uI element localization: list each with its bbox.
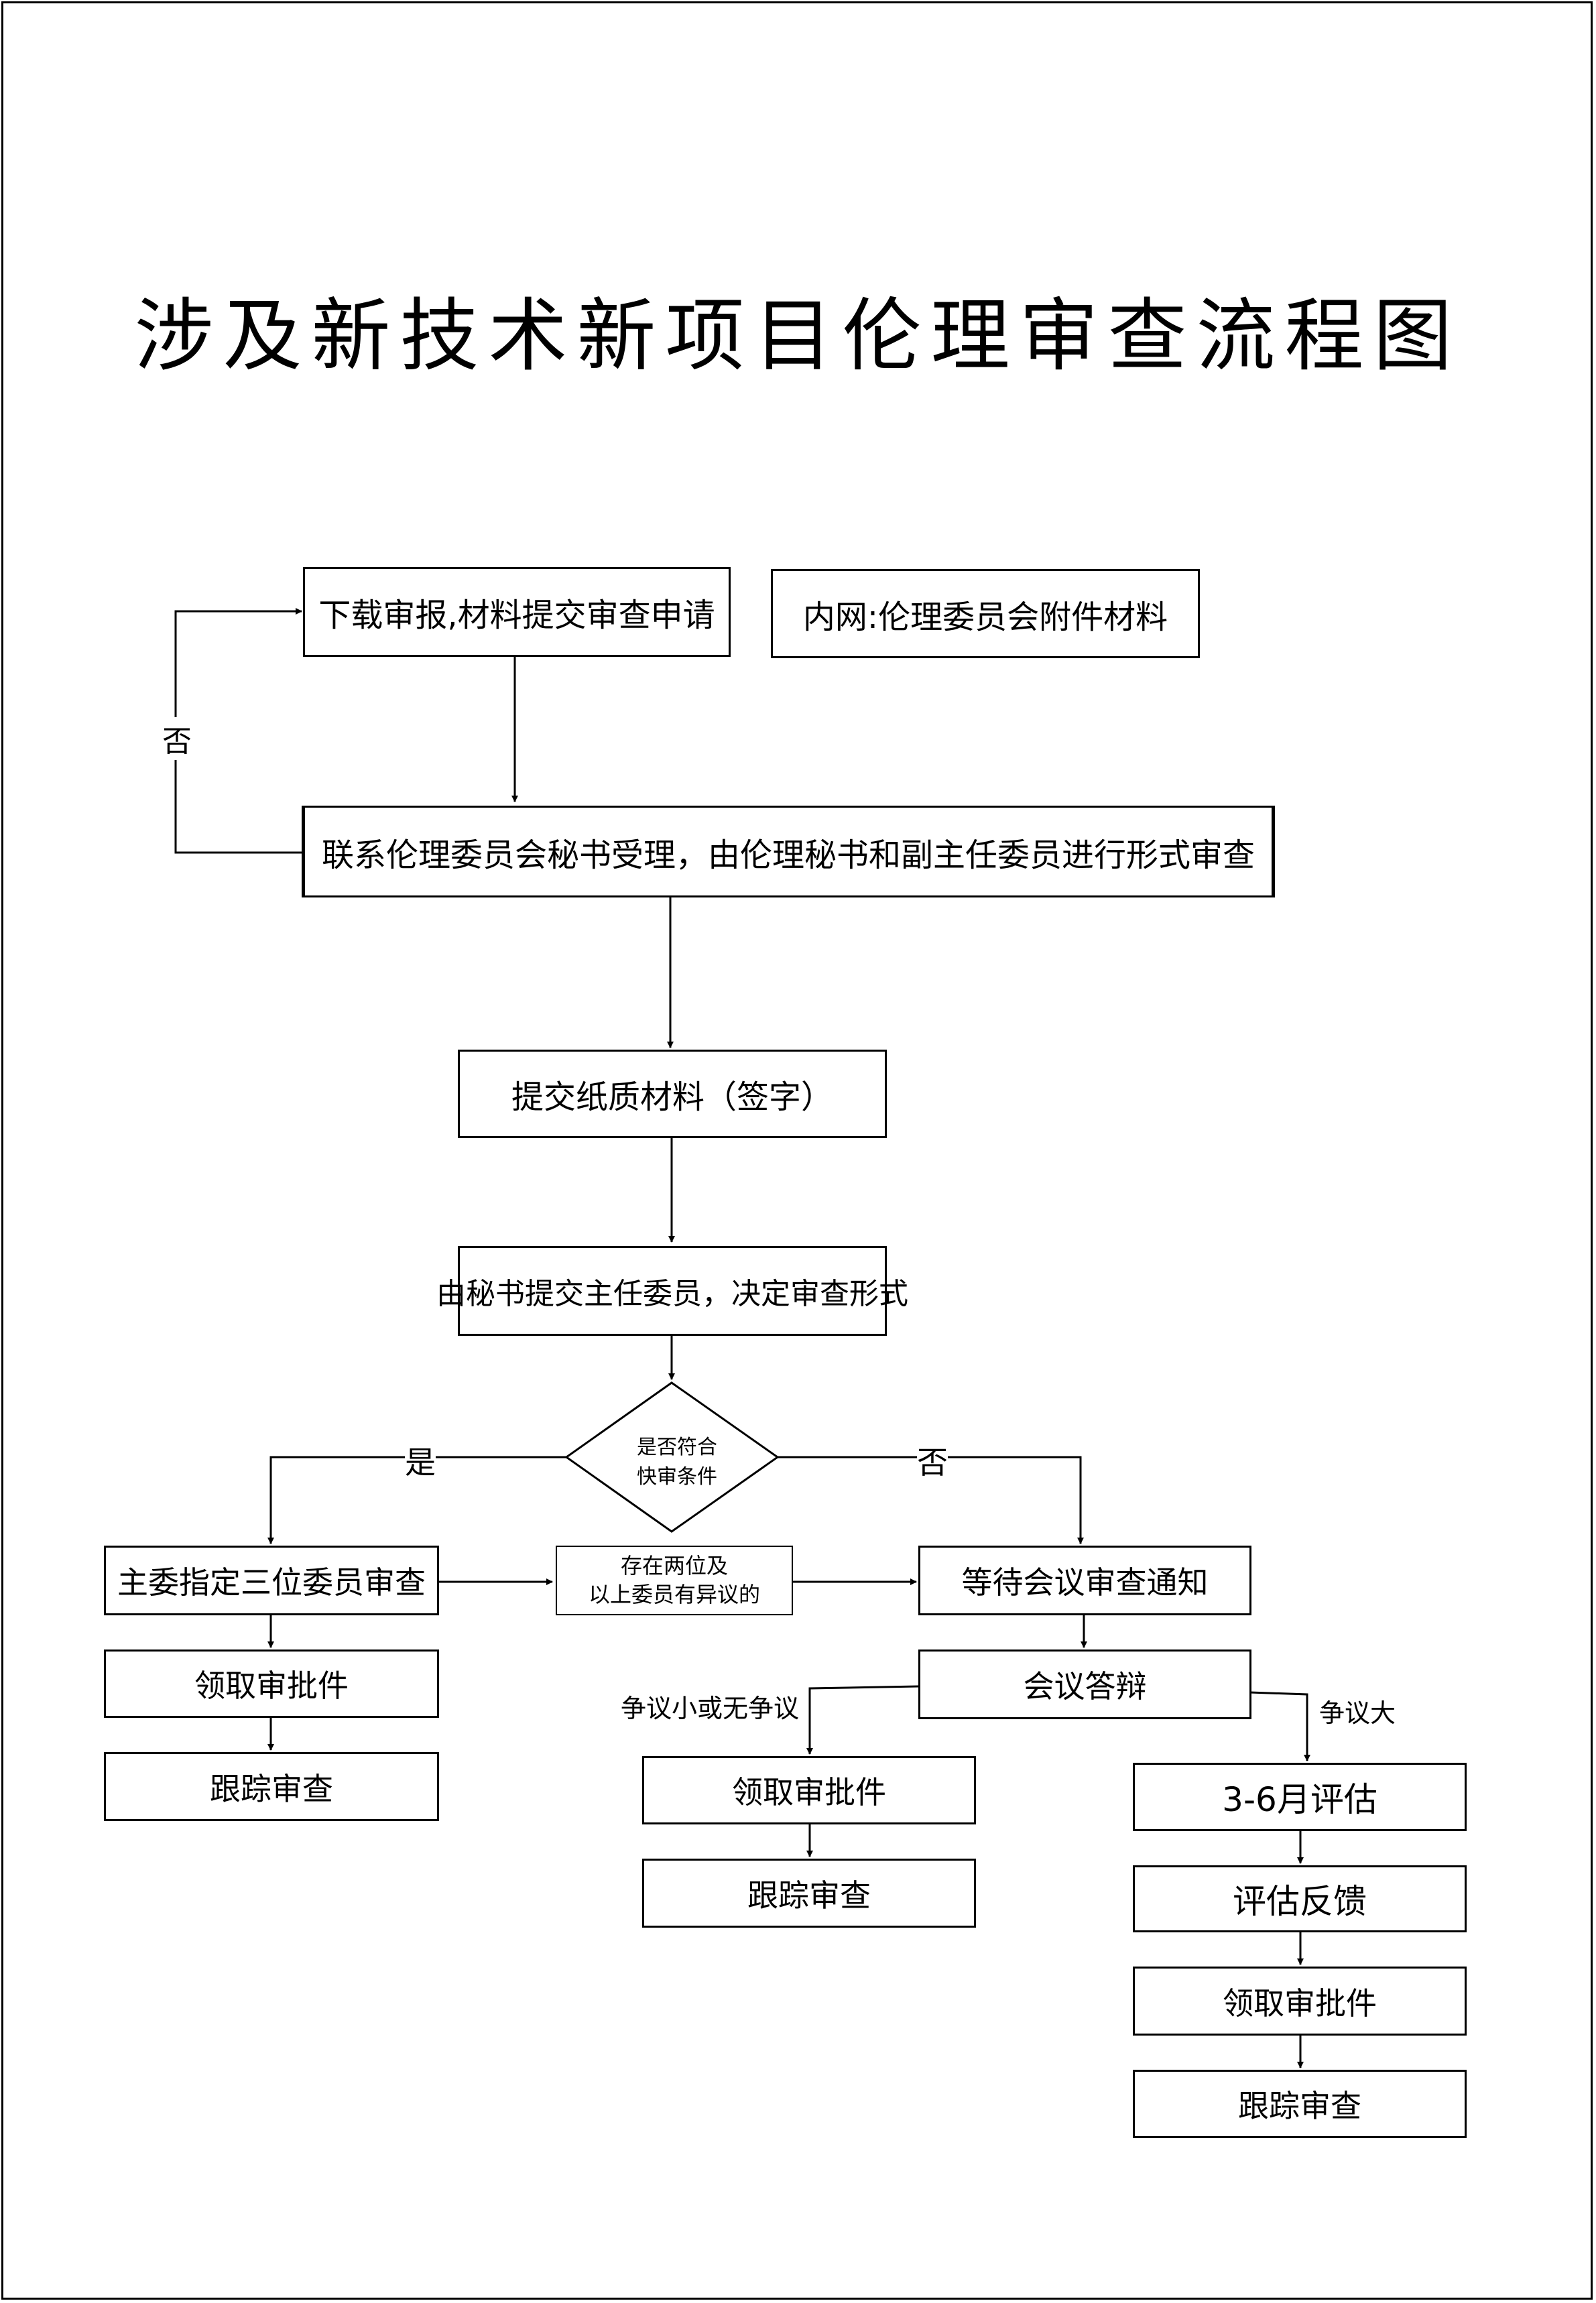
mid-approval-label: 领取审批件 xyxy=(732,1774,886,1810)
feedback-label: 评估反馈 xyxy=(1233,1882,1367,1921)
connector-no xyxy=(778,1456,1084,1544)
page-title: 涉及新技术新项目伦理审查流程图 xyxy=(134,290,1462,382)
defense-box: 会议答辩 xyxy=(918,1650,1251,1719)
mid-track-label: 跟踪审查 xyxy=(747,1877,871,1914)
mid-track-box: 跟踪审查 xyxy=(642,1859,976,1928)
objection-line1: 存在两位及 xyxy=(620,1552,728,1578)
contact-label: 联系伦理委员会秘书受理，由伦理秘书和副主任委员进行形式审查 xyxy=(321,836,1255,874)
eval-label: 3-6月评估 xyxy=(1222,1780,1377,1819)
loop-no-label: 否 xyxy=(162,717,192,760)
intranet-label: 内网:伦理委员会附件材料 xyxy=(802,598,1168,636)
contact-box: 联系伦理委员会秘书受理，由伦理秘书和副主任委员进行形式审查 xyxy=(302,806,1275,897)
mid-approval-box: 领取审批件 xyxy=(642,1756,976,1824)
diamond-text: 是否符合 快审条件 xyxy=(583,1433,771,1491)
diamond-line2: 快审条件 xyxy=(637,1465,717,1489)
defense-label: 会议答辩 xyxy=(1023,1668,1147,1704)
await-meeting-label: 等待会议审查通知 xyxy=(961,1564,1209,1601)
paper-box: 提交纸质材料（签字） xyxy=(458,1050,887,1138)
left-track-label: 跟踪审查 xyxy=(210,1770,333,1807)
right-track-box: 跟踪审查 xyxy=(1133,2070,1467,2138)
left-track-box: 跟踪审查 xyxy=(104,1752,439,1821)
decide-label: 由秘书提交主任委员，决定审查形式 xyxy=(436,1277,908,1311)
major-dispute-label: 争议大 xyxy=(1319,1698,1396,1728)
eval-box: 3-6月评估 xyxy=(1133,1763,1467,1831)
decision-diamond xyxy=(564,1381,780,1533)
connector-yes xyxy=(267,1456,566,1544)
connector-major xyxy=(1249,1691,1310,1761)
intranet-box: 内网:伦理委员会附件材料 xyxy=(771,569,1200,658)
yes-label: 是 xyxy=(405,1438,436,1483)
no-label: 否 xyxy=(917,1438,948,1483)
feedback-box: 评估反馈 xyxy=(1133,1865,1467,1932)
right-approval-label: 领取审批件 xyxy=(1223,1985,1377,2021)
paper-label: 提交纸质材料（签字） xyxy=(511,1078,833,1116)
minor-dispute-label: 争议小或无争议 xyxy=(621,1694,800,1723)
await-meeting-box: 等待会议审查通知 xyxy=(918,1546,1251,1615)
decide-box: 由秘书提交主任委员，决定审查形式 xyxy=(436,1246,908,1336)
connector-loop-back xyxy=(174,608,302,854)
right-track-label: 跟踪审查 xyxy=(1238,2088,1361,2124)
objection-line2: 以上委员有异议的 xyxy=(588,1582,760,1607)
left-approval-label: 领取审批件 xyxy=(194,1668,349,1704)
three-members-box: 主委指定三位委员审查 xyxy=(104,1546,439,1615)
diamond-line1: 是否符合 xyxy=(637,1436,717,1459)
download-label: 下载审报,材料提交审查申请 xyxy=(318,597,715,634)
three-members-label: 主委指定三位委员审查 xyxy=(117,1564,426,1601)
right-approval-box: 领取审批件 xyxy=(1133,1967,1467,2036)
objection-box: 存在两位及 以上委员有异议的 xyxy=(556,1546,793,1615)
left-approval-box: 领取审批件 xyxy=(104,1650,439,1718)
connector-minor xyxy=(806,1685,919,1755)
download-box: 下载审报,材料提交审查申请 xyxy=(303,567,731,657)
